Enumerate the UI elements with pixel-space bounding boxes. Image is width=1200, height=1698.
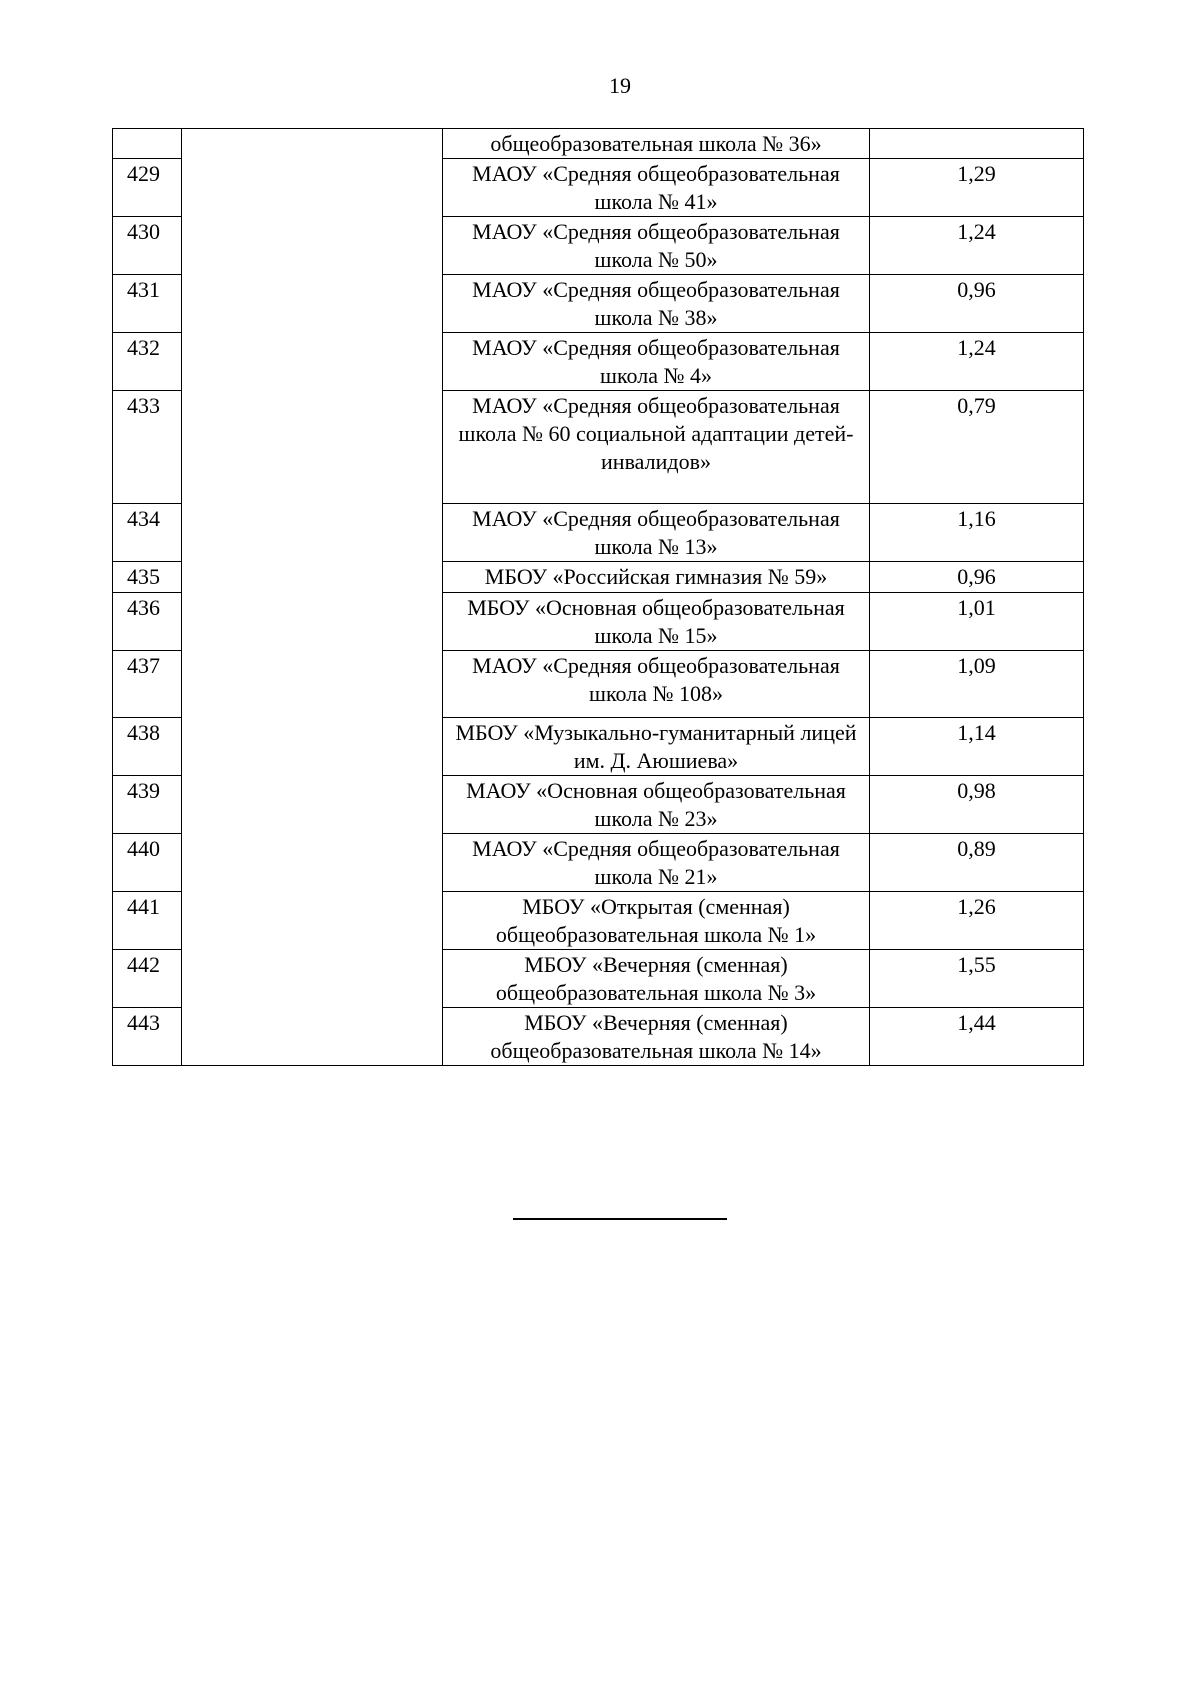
row-number: 435 — [112, 561, 182, 593]
table-row: 439 МАОУ «Основная общеобразовательная ш… — [112, 775, 1084, 834]
row-number: 440 — [112, 833, 182, 892]
coefficient-value: 0,96 — [869, 274, 1084, 333]
table-row: 429 МАОУ «Средняя общеобразовательная шк… — [112, 158, 1084, 217]
row-number: 437 — [112, 650, 182, 718]
row-number: 439 — [112, 775, 182, 834]
coefficient-value: 1,29 — [869, 158, 1084, 217]
school-name: МАОУ «Средняя общеобразовательная школа … — [442, 650, 870, 718]
school-name: МАОУ «Средняя общеобразовательная школа … — [442, 158, 870, 217]
row-number: 434 — [112, 503, 182, 562]
school-name: МБОУ «Открытая (сменная) общеобразовател… — [442, 891, 870, 950]
school-name: МБОУ «Вечерняя (сменная) общеобразовател… — [442, 1007, 870, 1066]
table-row: 433 МАОУ «Средняя общеобразовательная шк… — [112, 390, 1084, 504]
page-number: 19 — [609, 73, 631, 98]
row-number: 436 — [112, 592, 182, 651]
coefficient-value: 1,24 — [869, 332, 1084, 391]
row-number: 438 — [112, 717, 182, 776]
table-row: 438 МБОУ «Музыкально-гуманитарный лицей … — [112, 717, 1084, 776]
coefficient-value: 0,79 — [869, 390, 1084, 504]
table-row: 437 МАОУ «Средняя общеобразовательная шк… — [112, 650, 1084, 718]
row-number: 442 — [112, 949, 182, 1008]
table-row: 443 МБОУ «Вечерняя (сменная) общеобразов… — [112, 1007, 1084, 1066]
school-name: МАОУ «Средняя общеобразовательная школа … — [442, 503, 870, 562]
row-number: 443 — [112, 1007, 182, 1066]
closing-divider-line — [513, 1218, 727, 1220]
coefficient-value: 1,01 — [869, 592, 1084, 651]
coefficient-value: 1,14 — [869, 717, 1084, 776]
coefficient-value: 1,26 — [869, 891, 1084, 950]
school-name: МБОУ «Основная общеобразовательная школа… — [442, 592, 870, 651]
coefficient-value — [869, 128, 1084, 159]
school-name: МБОУ «Российская гимназия № 59» — [442, 561, 870, 593]
district-cell — [181, 128, 443, 1066]
school-name: МАОУ «Средняя общеобразовательная школа … — [442, 332, 870, 391]
coefficient-value: 0,98 — [869, 775, 1084, 834]
school-name: МАОУ «Средняя общеобразовательная школа … — [442, 833, 870, 892]
row-number: 432 — [112, 332, 182, 391]
coefficient-value: 1,24 — [869, 216, 1084, 275]
table-row: 440 МАОУ «Средняя общеобразовательная шк… — [112, 833, 1084, 892]
school-name: МАОУ «Средняя общеобразовательная школа … — [442, 216, 870, 275]
table-row: 432 МАОУ «Средняя общеобразовательная шк… — [112, 332, 1084, 391]
coefficient-value: 1,16 — [869, 503, 1084, 562]
coefficient-value: 0,96 — [869, 561, 1084, 593]
school-name: МАОУ «Средняя общеобразовательная школа … — [442, 274, 870, 333]
school-name: общеобразовательная школа № 36» — [442, 128, 870, 159]
row-number: 441 — [112, 891, 182, 950]
table-row: 431 МАОУ «Средняя общеобразовательная шк… — [112, 274, 1084, 333]
row-number — [112, 128, 182, 159]
row-number: 431 — [112, 274, 182, 333]
table-row: 435 МБОУ «Российская гимназия № 59» 0,96 — [112, 561, 1084, 593]
coefficient-value: 0,89 — [869, 833, 1084, 892]
table-row: 430 МАОУ «Средняя общеобразовательная шк… — [112, 216, 1084, 275]
row-number: 433 — [112, 390, 182, 504]
table-row-continued: общеобразовательная школа № 36» — [112, 128, 1084, 1066]
school-name: МБОУ «Вечерняя (сменная) общеобразовател… — [442, 949, 870, 1008]
row-number: 430 — [112, 216, 182, 275]
table-row: 441 МБОУ «Открытая (сменная) общеобразов… — [112, 891, 1084, 950]
table-row: 436 МБОУ «Основная общеобразовательная ш… — [112, 592, 1084, 651]
coefficient-value: 1,09 — [869, 650, 1084, 718]
schools-table: общеобразовательная школа № 36» 429 МАОУ… — [112, 128, 1084, 1066]
row-number: 429 — [112, 158, 182, 217]
coefficient-value: 1,55 — [869, 949, 1084, 1008]
table-row: 434 МАОУ «Средняя общеобразовательная шк… — [112, 503, 1084, 562]
table-row: 442 МБОУ «Вечерняя (сменная) общеобразов… — [112, 949, 1084, 1008]
school-name: МАОУ «Средняя общеобразовательная школа … — [442, 390, 870, 504]
coefficient-value: 1,44 — [869, 1007, 1084, 1066]
school-name: МБОУ «Музыкально-гуманитарный лицей им. … — [442, 717, 870, 776]
school-name: МАОУ «Основная общеобразовательная школа… — [442, 775, 870, 834]
